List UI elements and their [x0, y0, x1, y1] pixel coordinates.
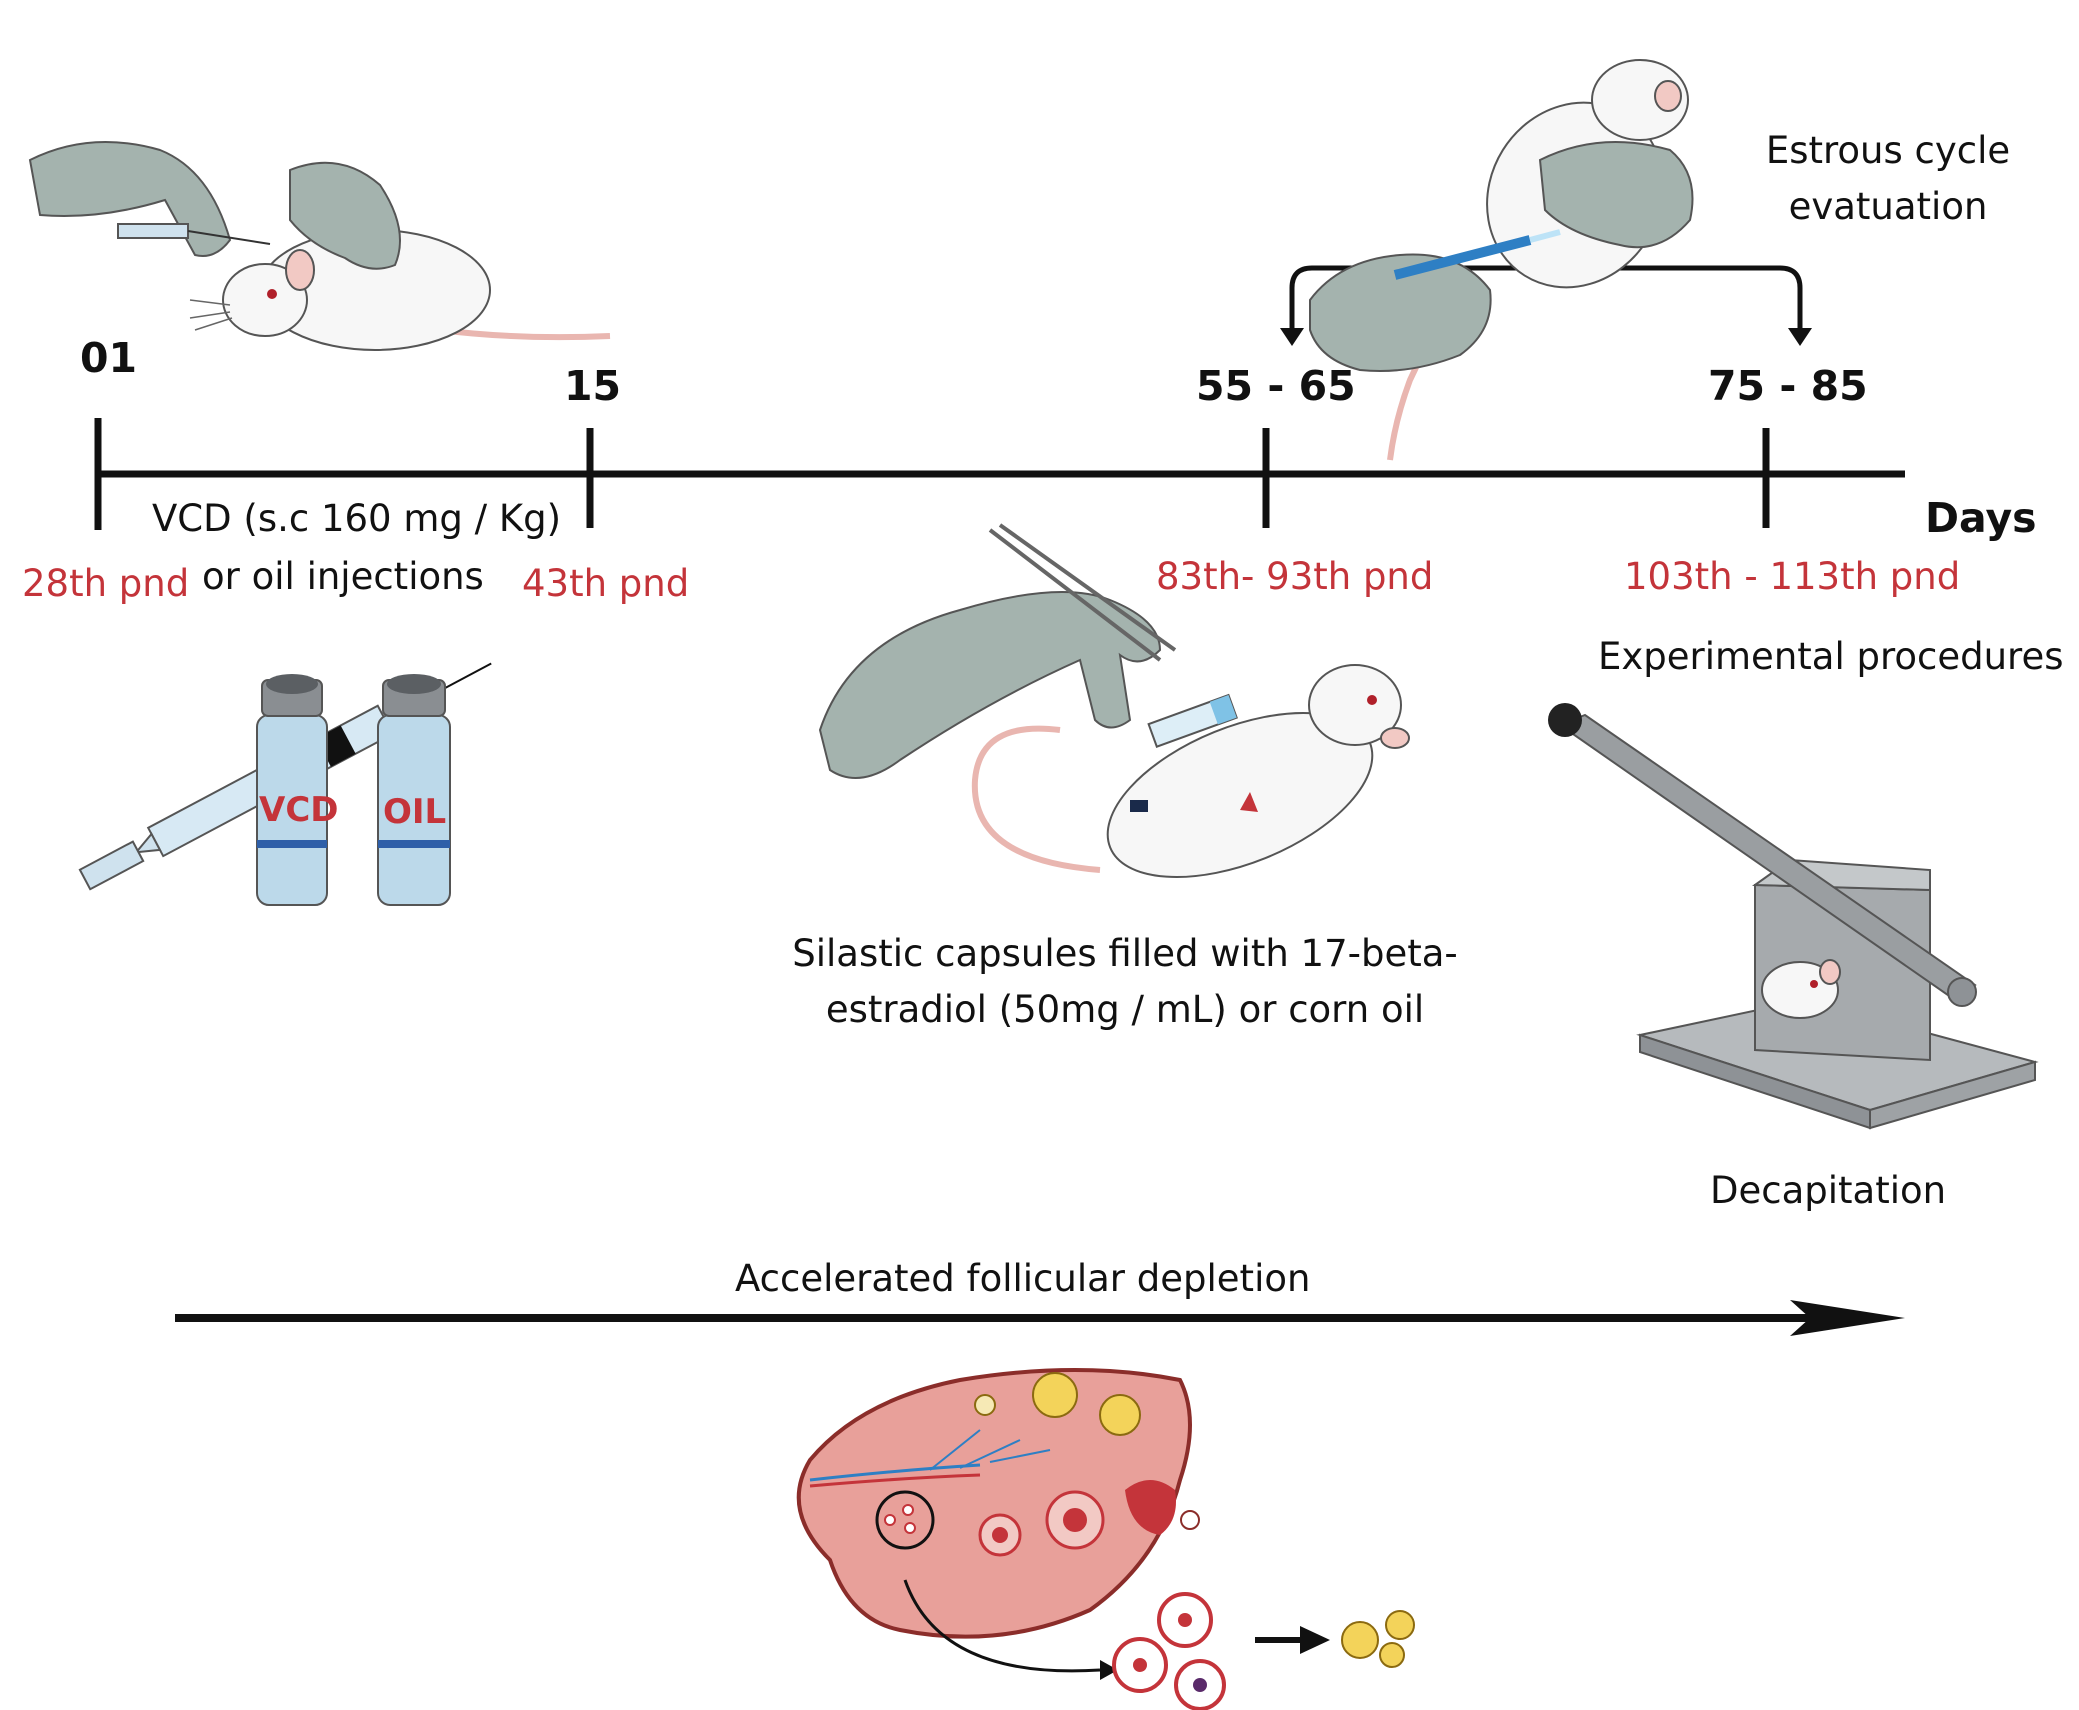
- pnd-label-28: 28th pnd: [22, 562, 190, 605]
- vial-label-oil: OIL: [383, 792, 447, 832]
- timeline-axis: [94, 418, 1905, 530]
- day-label-55-65: 55 - 65: [1196, 362, 1356, 410]
- day-label-75-85: 75 - 85: [1708, 362, 1868, 410]
- depletion-arrow: [175, 1300, 1905, 1336]
- day-label-01: 01: [80, 334, 138, 382]
- capsules-caption: Silastic capsules filled with 17-beta-es…: [792, 932, 1458, 1031]
- vaginal-smear-rat-icon: [1309, 59, 1694, 461]
- day-label-15: 15: [564, 362, 622, 410]
- estrous-label-line1: Estrous cycle: [1765, 129, 2011, 172]
- pnd-label-43: 43th pnd: [522, 562, 690, 605]
- experimental-procedures-label: Experimental procedures: [1598, 635, 2064, 678]
- guillotine-icon: [1548, 703, 2039, 1130]
- ovary-follicles-icon: [796, 1368, 1415, 1710]
- vial-label-vcd: VCD: [259, 790, 339, 830]
- vial-pair-and-syringe-icon: [78, 662, 492, 906]
- vcd-injection-label: or oil injections: [202, 555, 484, 598]
- pnd-label-83-93: 83th- 93th pnd: [1156, 555, 1434, 598]
- gloved-hands-injecting-rat-icon: [28, 141, 611, 351]
- depletion-label: Accelerated follicular depletion: [735, 1257, 1311, 1300]
- axis-unit-label: Days: [1925, 494, 2037, 542]
- capsule-implant-rat-icon: [818, 523, 1410, 879]
- decapitation-label: Decapitation: [1710, 1169, 1947, 1212]
- pnd-label-103-113: 103th - 113th pnd: [1624, 555, 1961, 598]
- vcd-dose-label: VCD (s.c 160 mg / Kg): [152, 497, 562, 540]
- estrous-label-line2: evatuation: [1788, 185, 1988, 228]
